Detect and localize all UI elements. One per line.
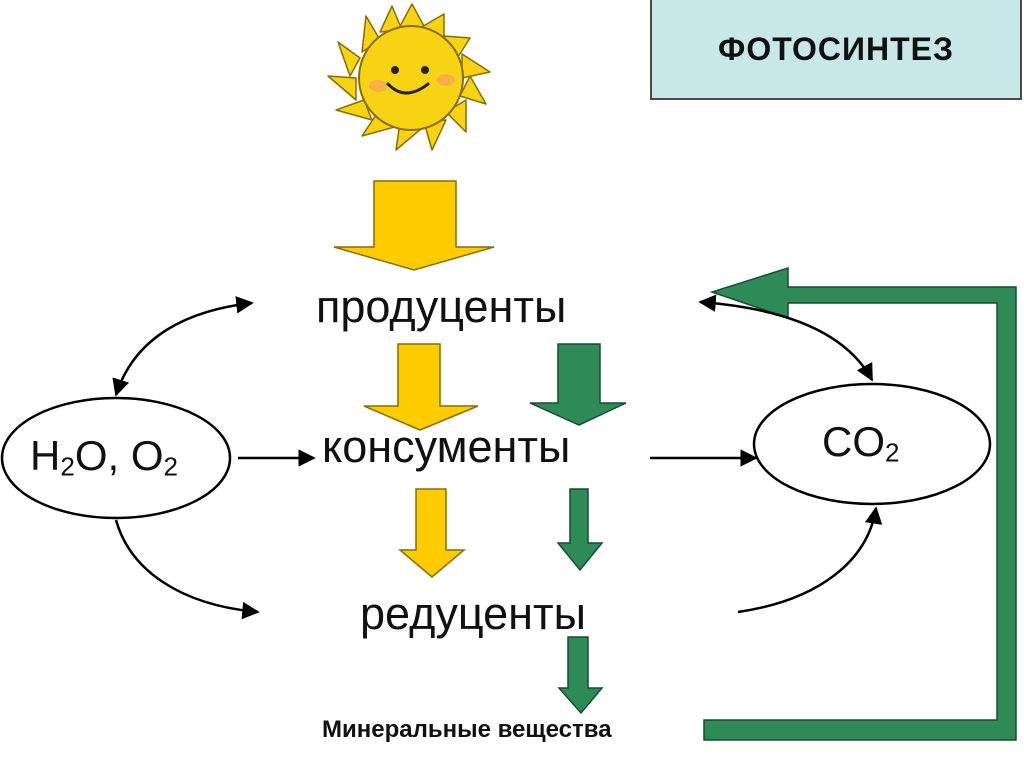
producers-co2-curve-arrow: [698, 294, 874, 382]
consumers-to-decomposers-matter-arrow: [556, 488, 604, 572]
producers-to-consumers-matter-arrow: [529, 343, 627, 426]
sun-to-producers-arrow: [333, 180, 495, 271]
producers-h2o-curve-arrow: [112, 296, 254, 397]
decomposers-label: редуценты: [360, 588, 586, 639]
producers-to-consumers-energy-arrow: [363, 343, 479, 431]
consumers-to-decomposers-energy-arrow: [397, 488, 467, 578]
h2o-to-decomposers-curve-arrow: [114, 519, 260, 620]
diagram-title: ФОТОСИНТЕЗ: [718, 30, 954, 67]
decomposers-to-co2-curve-arrow: [737, 506, 883, 614]
co2-ellipse: [752, 382, 992, 506]
producers-label: продуценты: [316, 281, 567, 332]
minerals-label: Минеральные вещества: [322, 716, 612, 743]
title-box: ФОТОСИНТЕЗ: [650, 0, 1022, 100]
co2-label: CO2: [822, 418, 900, 468]
consumers-label: консументы: [322, 421, 571, 472]
minerals-to-producers-return-arrow: [703, 266, 1017, 741]
h2o-o2-label: H2O, O2: [30, 432, 178, 482]
sun-icon: [327, 3, 491, 151]
h2o-o2-ellipse: [0, 396, 232, 520]
decomposers-to-minerals-arrow: [557, 636, 604, 715]
